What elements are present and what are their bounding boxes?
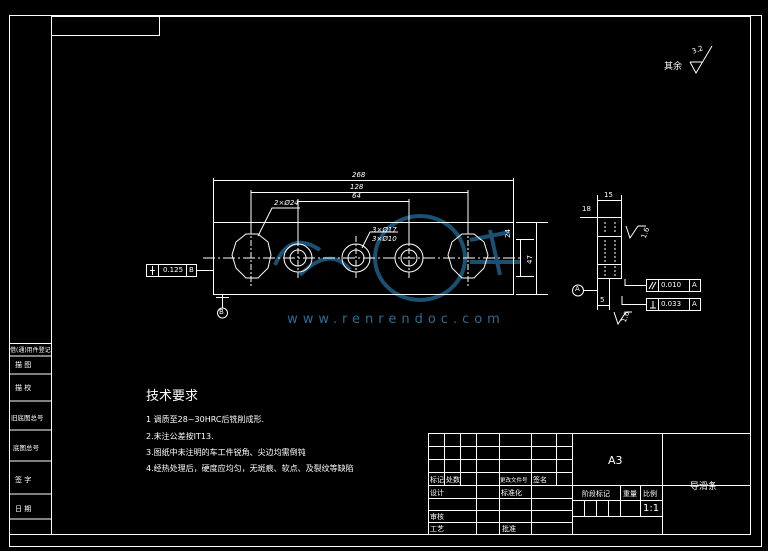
tech-item: 4.经热处理后，硬度应均匀，无斑痕、软点、及裂纹等缺陷 — [146, 464, 354, 473]
dim-268: 268 — [352, 171, 366, 179]
flatness-value: 0.125 — [163, 266, 184, 274]
left-strip-table — [9, 343, 52, 535]
strip-label: 旧底图总号 — [11, 414, 44, 422]
tb-cell: 标准化 — [501, 489, 522, 497]
roughness-label: 其余 — [664, 62, 683, 72]
dim-holes-24: 2×Ø24 — [274, 199, 299, 207]
datum-b-label: B — [219, 308, 224, 316]
part-side-view — [572, 195, 701, 326]
tb-cell: 处数 — [446, 476, 460, 484]
roughness-symbol — [689, 45, 713, 75]
flatness-datum: B — [189, 266, 194, 274]
tech-item: 3.图纸中未注明的车工件锐角、尖边均需倒钝 — [146, 448, 306, 457]
strip-label: 日 期 — [15, 505, 32, 513]
perpendicularity-datum: A — [692, 300, 697, 308]
watermark-text: www.renrendoc.com — [287, 312, 505, 327]
tech-title: 技术要求 — [146, 389, 199, 404]
strip-label: 描 校 — [15, 384, 32, 392]
inner-border — [51, 16, 751, 535]
tb-cell: 重量 — [623, 490, 637, 498]
side-dim-18: 18 — [582, 205, 591, 213]
parallelism-value: 0.010 — [661, 281, 682, 289]
hole-large-right — [447, 228, 489, 288]
title-block — [428, 433, 751, 535]
perpendicularity-value: 0.033 — [661, 300, 682, 308]
dim-64: 64 — [352, 192, 361, 200]
tech-item: 1 调质至28~30HRC后铣削成形. — [146, 415, 264, 424]
hole-center — [341, 236, 371, 280]
tb-cell: 批准 — [502, 525, 516, 533]
datum-a-label: A — [575, 285, 580, 293]
dim-holes-10: 3×Ø10 — [372, 235, 397, 243]
tb-cell: 比例 — [643, 490, 657, 498]
code-box — [51, 16, 160, 36]
strip-label: 签 字 — [15, 476, 32, 484]
part-front-view — [146, 178, 548, 319]
dim-24: 24 — [504, 229, 512, 238]
tb-cell: 设计 — [430, 489, 444, 497]
tech-item: 2.未注公差按IT13. — [146, 432, 214, 441]
strip-label: 底图总号 — [13, 444, 39, 452]
tb-cell: 工艺 — [430, 525, 444, 533]
tb-scale: 1:1 — [643, 503, 660, 514]
paper-size: A3 — [608, 454, 623, 467]
side-dim-15: 15 — [604, 191, 613, 199]
tb-cell: 阶段标记 — [582, 490, 610, 498]
strip-label: 描 图 — [15, 361, 32, 369]
dim-128: 128 — [350, 183, 364, 191]
side-dim-5: 5 — [600, 296, 605, 304]
tb-cell: 审核 — [430, 513, 444, 521]
tb-cell: 标记 — [430, 476, 444, 484]
tb-cell: 更改文件号 — [500, 478, 528, 484]
dim-47: 47 — [526, 255, 534, 264]
outer-frame — [9, 15, 762, 547]
parallelism-datum: A — [692, 281, 697, 289]
strip-label: 借(通)用件登记 — [10, 347, 51, 354]
part-name: 导滑条 — [690, 482, 718, 492]
dim-holes-17: 3×Ø17 — [372, 226, 397, 234]
tb-cell: 签名 — [533, 476, 547, 484]
hole-large-left — [231, 228, 272, 288]
